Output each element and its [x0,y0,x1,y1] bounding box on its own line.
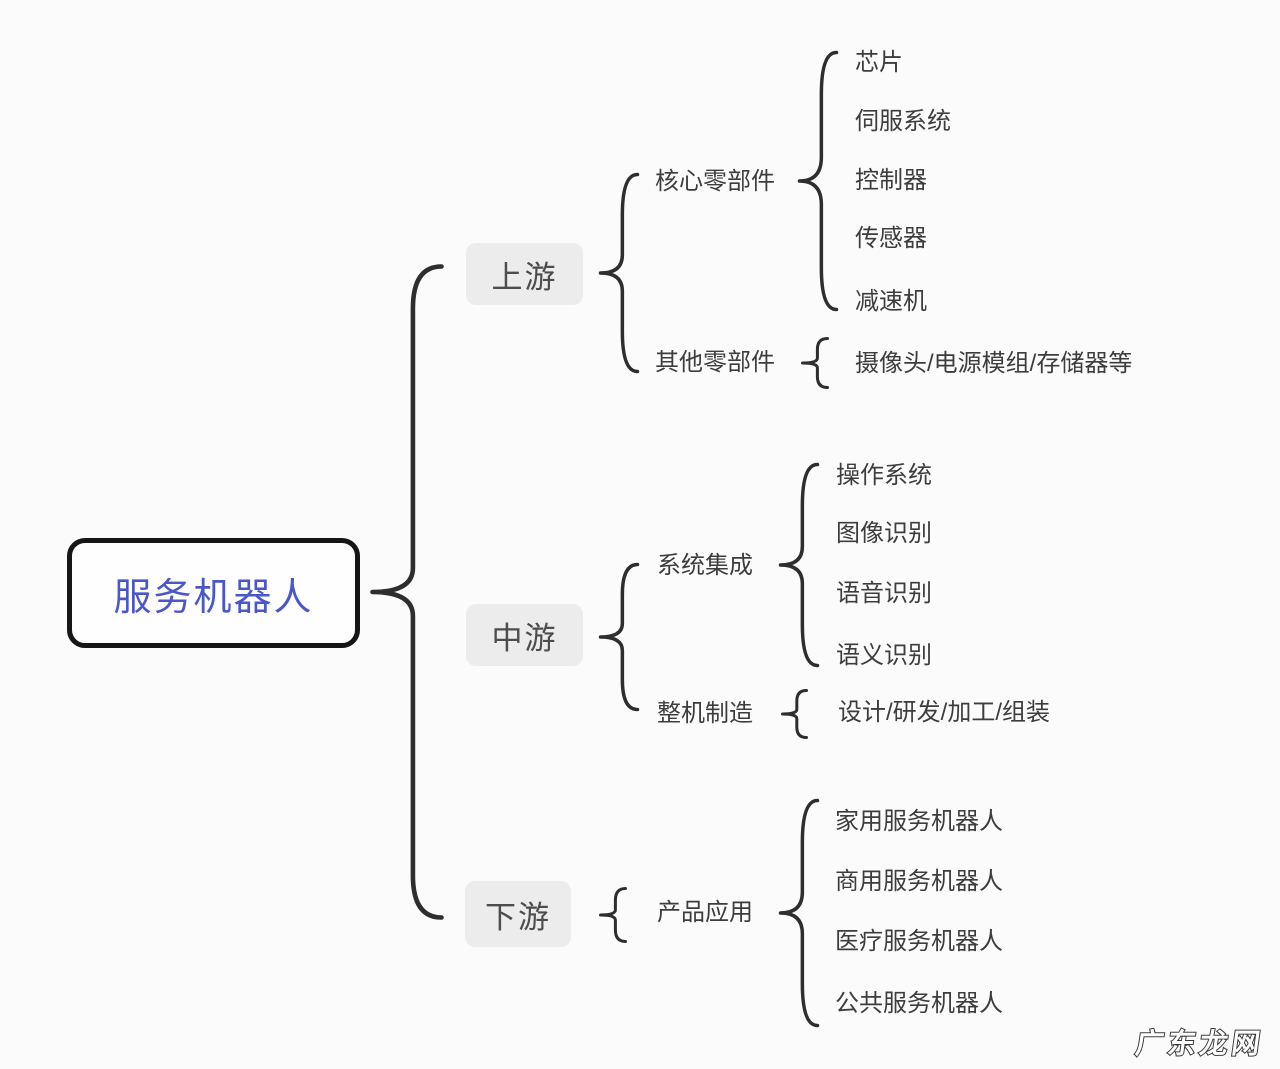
group-label-other-components: 其他零部件 [655,349,775,376]
stage-label-upstream: 上游 [491,259,558,295]
leaf-label-chip: 芯片 [855,49,903,76]
leaf-label-semantic-recognition: 语义识别 [836,642,932,669]
leaf-label-commercial-service-robot: 商用服务机器人 [835,868,1003,895]
group-label-machine-manufacturing: 整机制造 [657,700,753,727]
leaf-label-camera-power-storage: 摄像头/电源模组/存储器等 [855,350,1133,377]
site-watermark: 广东龙网 [1133,1027,1267,1060]
leaf-label-servo-system: 伺服系统 [855,108,951,135]
upstream-brace [598,172,640,374]
leaf-label-controller: 控制器 [855,167,927,194]
root-brace [370,264,444,920]
group-label-system-integration: 系统集成 [657,552,753,579]
leaf-label-image-recognition: 图像识别 [836,520,932,547]
stage-label-midstream: 中游 [491,620,558,656]
leaf-label-reducer: 减速机 [855,288,927,315]
core-components-brace [797,50,839,312]
leaf-label-home-service-robot: 家用服务机器人 [835,808,1003,835]
leaf-label-medical-service-robot: 医疗服务机器人 [835,928,1003,955]
stage-box-downstream: 下游 [465,881,571,947]
product-application-brace [778,798,820,1028]
machine-manufacturing-brace [781,689,808,739]
leaf-label-public-service-robot: 公共服务机器人 [835,990,1003,1017]
system-integration-brace [778,462,820,668]
group-label-product-application: 产品应用 [657,899,753,926]
other-components-brace [801,337,829,389]
leaf-label-speech-recognition: 语音识别 [836,580,932,607]
stage-label-downstream: 下游 [485,899,551,935]
root-label: 服务机器人 [113,576,314,619]
stage-box-upstream: 上游 [466,243,583,305]
stage-box-midstream: 中游 [466,604,583,666]
midstream-brace [598,562,640,712]
group-label-core-components: 核心零部件 [655,168,775,195]
downstream-brace [599,887,627,943]
leaf-label-operating-system: 操作系统 [836,462,932,489]
leaf-label-sensor: 传感器 [855,225,927,252]
root-node: 服务机器人 [67,538,360,648]
leaf-label-design-rd-process-assembly: 设计/研发/加工/组装 [838,699,1051,726]
